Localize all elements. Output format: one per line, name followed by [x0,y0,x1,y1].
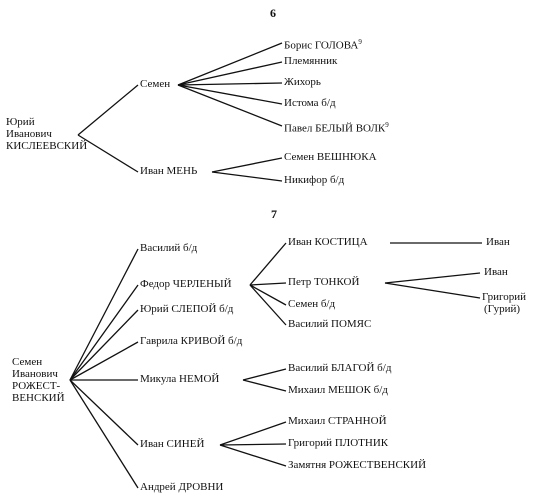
chart-number: 6 [270,6,276,20]
line-semen-pavel [177,84,283,127]
person-zhikhor: Жихорь [284,76,321,88]
person-pavel-belyi-volk: Павел БЕЛЫЙ ВОЛК9 [284,119,389,135]
line-root7-ivan [69,379,139,446]
root-line: КИСЛЕЕВСКИЙ [6,140,88,152]
footnote-marker: 9 [385,121,389,129]
line-root7-vasiliy [69,248,139,381]
line-ivan-nikifor [211,171,283,182]
person-vasiliy: Василий б/д [140,242,198,254]
person-grigoriy-guriy: Григорий (Гурий) [482,291,526,315]
person-mikhail-meshok: Михаил МЕШОК б/д [288,384,388,396]
line-petr-grigoriy [384,282,481,299]
line-root7-andrey [69,379,139,489]
person-istoma: Истома б/д [284,97,336,109]
line-mikula-mikhail [242,379,287,392]
root-line: Иванович [12,368,58,380]
person-mikhail-strannoi: Михаил СТРАННОЙ [288,415,387,427]
person-plemyannik: Племянник [284,55,338,67]
person-mikula-nemoi: Микула НЕМОЙ [140,373,220,385]
person-label: Павел БЕЛЫЙ ВОЛК [284,122,386,135]
line-semen-zhikhor [177,82,283,86]
person-petr-tonkoi: Петр ТОНКОЙ [288,276,360,288]
root-line: Иванович [6,128,52,140]
person-ivan-kostitsa: Иван КОСТИЦА [288,236,368,248]
person-ivan: Иван [486,236,510,248]
line-fedor-kostitsa [249,242,287,286]
line-semen-boris [177,42,283,86]
person-gavrila-krivoi: Гаврила КРИВОЙ б/д [140,335,243,347]
root-line: Юрий [6,116,35,128]
root-line: РОЖЕСТ- [12,380,61,392]
person-ivan: Иван [484,266,508,278]
line-root7-yuriy [69,309,139,381]
person-andrey-drovni: Андрей ДРОВНИ [140,481,224,493]
line-root7-gavrila [69,341,139,381]
footnote-marker: 9 [358,38,362,46]
person-semen: Семен [140,78,171,90]
person-zamyatnya-rozhestvenskii: Замятня РОЖЕСТВЕНСКИЙ [288,459,427,471]
person-semen-veshnyuka: Семен ВЕШНЮКА [284,151,377,163]
root-person: Семен Иванович РОЖЕСТ- ВЕНСКИЙ [12,356,65,404]
line-ivan-zamyatnya [219,444,287,467]
person-grigoriy-plotnik: Григорий ПЛОТНИК [288,437,389,449]
person-label: (Гурий) [484,303,521,315]
person-vasiliy-pomyas: Василий ПОМЯС [288,318,372,330]
line-semen-plemyannik [177,61,283,86]
line-mikula-vasiliy [242,368,287,381]
line-root6-ivan [77,134,139,173]
person-vasiliy-blagoi: Василий БЛАГОЙ б/д [288,362,392,374]
line-root6-semen [77,84,139,136]
person-boris-golova: Борис ГОЛОВА9 [284,36,362,52]
person-ivan-men: Иван МЕНЬ [140,165,198,177]
person-yuriy-slepoi: Юрий СЛЕПОЙ б/д [140,303,234,315]
line-petr-ivan [384,272,481,284]
root-person: Юрий Иванович КИСЛЕЕВСКИЙ [6,116,87,152]
line-semen-istoma [177,84,283,105]
line-ivan-mikhail [219,421,287,446]
root-line: ВЕНСКИЙ [12,392,65,404]
line-ivan-semen [211,157,283,173]
person-semen: Семен б/д [288,298,336,310]
root-line: Семен [12,356,43,368]
person-fedor-cherlenyi: Федор ЧЕРЛЕНЫЙ [140,278,232,290]
chart-number: 7 [271,207,277,221]
line-ivan-grigoriy [219,443,287,446]
person-label: Борис ГОЛОВА [284,39,359,52]
line-fedor-semen [249,284,287,306]
line-root7-fedor [69,284,139,381]
line-fedor-petr [249,282,287,286]
person-ivan-sinei: Иван СИНЕЙ [140,438,205,450]
line-fedor-vasiliy [249,284,287,326]
person-label: Григорий [482,291,527,303]
person-nikifor: Никифор б/д [284,174,345,186]
